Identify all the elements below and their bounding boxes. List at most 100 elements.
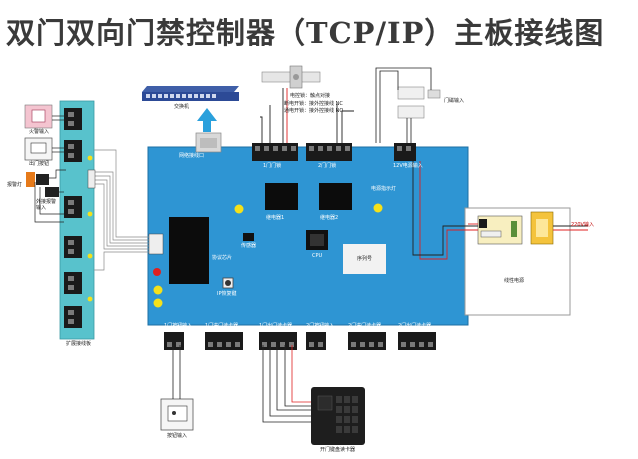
- external-alarm-box: [45, 187, 59, 197]
- terminal-screw: [318, 146, 323, 151]
- card-reader: [311, 387, 365, 445]
- terminal-screw: [68, 153, 74, 158]
- terminal-screw: [262, 342, 267, 347]
- power-input-label: 12V电源输入: [393, 163, 423, 169]
- bottom-terminal-label: 1门出门读卡器: [259, 323, 293, 329]
- terminal-screw: [336, 146, 341, 151]
- power-led-label: 电源指示灯: [371, 186, 397, 192]
- fire-alarm-device: [24, 104, 53, 129]
- lock-line-1: 电控锁：触点对接: [290, 93, 331, 99]
- terminal-screw: [378, 342, 383, 347]
- terminal-screw: [273, 146, 278, 151]
- relay2-label: 继电器2: [320, 215, 339, 221]
- keypad-key: [352, 416, 358, 423]
- terminal-screw: [208, 342, 213, 347]
- cpu-label: CPU: [312, 253, 323, 259]
- door-sensor: [397, 86, 441, 119]
- bottom-terminal-block: [205, 332, 243, 350]
- left-terminal-block: [64, 196, 82, 218]
- terminal-screw: [428, 342, 433, 347]
- terminal-screw: [410, 342, 415, 347]
- relay-1: [265, 183, 298, 210]
- keypad-key: [336, 426, 342, 433]
- terminal-screw: [397, 146, 402, 151]
- electric-lock: [261, 65, 321, 89]
- terminal-screw: [235, 342, 240, 347]
- exit-button-bottom: [160, 398, 194, 431]
- card-reader-label: 开门键盘读卡器: [320, 447, 356, 453]
- terminal-screw: [280, 342, 285, 347]
- power-led: [153, 268, 161, 276]
- exit-button-label: 出门按钮: [29, 161, 50, 167]
- bottom-terminals: [164, 332, 436, 350]
- terminal-screw: [68, 200, 74, 205]
- bottom-terminal-label: 1门按钮输入: [164, 323, 193, 329]
- terminal-screw: [68, 121, 74, 126]
- keypad-key: [344, 426, 350, 433]
- terminal-screw: [289, 342, 294, 347]
- terminal-screw: [419, 342, 424, 347]
- terminal-door1-lock: [252, 143, 298, 161]
- network-arrow: [197, 108, 217, 132]
- sensor-label: 传感器: [241, 243, 257, 249]
- network-switch: [142, 86, 239, 101]
- ac-input-label: 220V输入: [571, 222, 594, 228]
- terminal-screw: [406, 146, 411, 151]
- door2-lock-label: 2门门锁: [318, 163, 337, 169]
- ip-reset-label: IP恢复键: [217, 291, 237, 297]
- terminal-screw: [327, 146, 332, 151]
- keypad-key: [336, 396, 342, 403]
- terminal-screw: [68, 209, 74, 214]
- terminal-screw: [68, 112, 74, 117]
- keypad-key: [336, 406, 342, 413]
- terminal-screw: [282, 146, 287, 151]
- terminal-screw: [351, 342, 356, 347]
- terminal-screw: [68, 319, 74, 324]
- terminal-screw: [360, 342, 365, 347]
- power-supply-label: 线性电源: [504, 278, 525, 284]
- lock-line-2: 断电开锁：接外控接线 NC: [284, 101, 343, 107]
- serial-number-sticker: [343, 244, 386, 274]
- alarm-light-label: 报警灯: [7, 182, 23, 188]
- terminal-power-input: [394, 143, 416, 161]
- bottom-terminal-block: [306, 332, 326, 350]
- expansion-board: [59, 100, 95, 340]
- bottom-terminal-block: [164, 332, 184, 350]
- left-terminal-block: [64, 108, 82, 130]
- exit-button-device: [24, 137, 53, 161]
- relay-2: [319, 183, 352, 210]
- keypad-key: [344, 396, 350, 403]
- bottom-terminal-block: [348, 332, 386, 350]
- fire-alarm-label: 火警输入: [29, 129, 50, 135]
- terminal-screw: [217, 342, 222, 347]
- terminal-screw: [68, 310, 74, 315]
- keypad-key: [344, 416, 350, 423]
- left-terminal-block: [64, 306, 82, 328]
- terminal-screw: [255, 146, 260, 151]
- terminal-screw: [271, 342, 276, 347]
- sensor-chip: [243, 233, 254, 241]
- terminal-screw: [264, 146, 269, 151]
- left-terminal-block: [64, 140, 82, 162]
- terminal-screw: [167, 342, 172, 347]
- bottom-terminal-label: 2门出门读卡器: [398, 323, 432, 329]
- terminal-screw: [68, 276, 74, 281]
- keypad-key: [336, 416, 342, 423]
- bottom-terminal-block: [259, 332, 297, 350]
- door-sensor-label: 门磁输入: [444, 98, 465, 104]
- terminal-screw: [176, 342, 181, 347]
- network-port-label: 网络接线口: [179, 153, 205, 159]
- door1-lock-label: 1门门锁: [263, 163, 282, 169]
- terminal-screw: [68, 240, 74, 245]
- keypad-key: [352, 426, 358, 433]
- terminal-screw: [68, 144, 74, 149]
- board-left-connector: [148, 233, 164, 255]
- bottom-terminal-block: [398, 332, 436, 350]
- lock-line-3: 通电开锁：接外控接线 NO: [284, 108, 344, 114]
- terminal-screw: [401, 342, 406, 347]
- terminal-screw: [369, 342, 374, 347]
- terminal-screw: [309, 342, 314, 347]
- terminal-screw: [345, 146, 350, 151]
- diagram-title: 双门双向门禁控制器（TCP/IP）主板接线图: [6, 16, 605, 50]
